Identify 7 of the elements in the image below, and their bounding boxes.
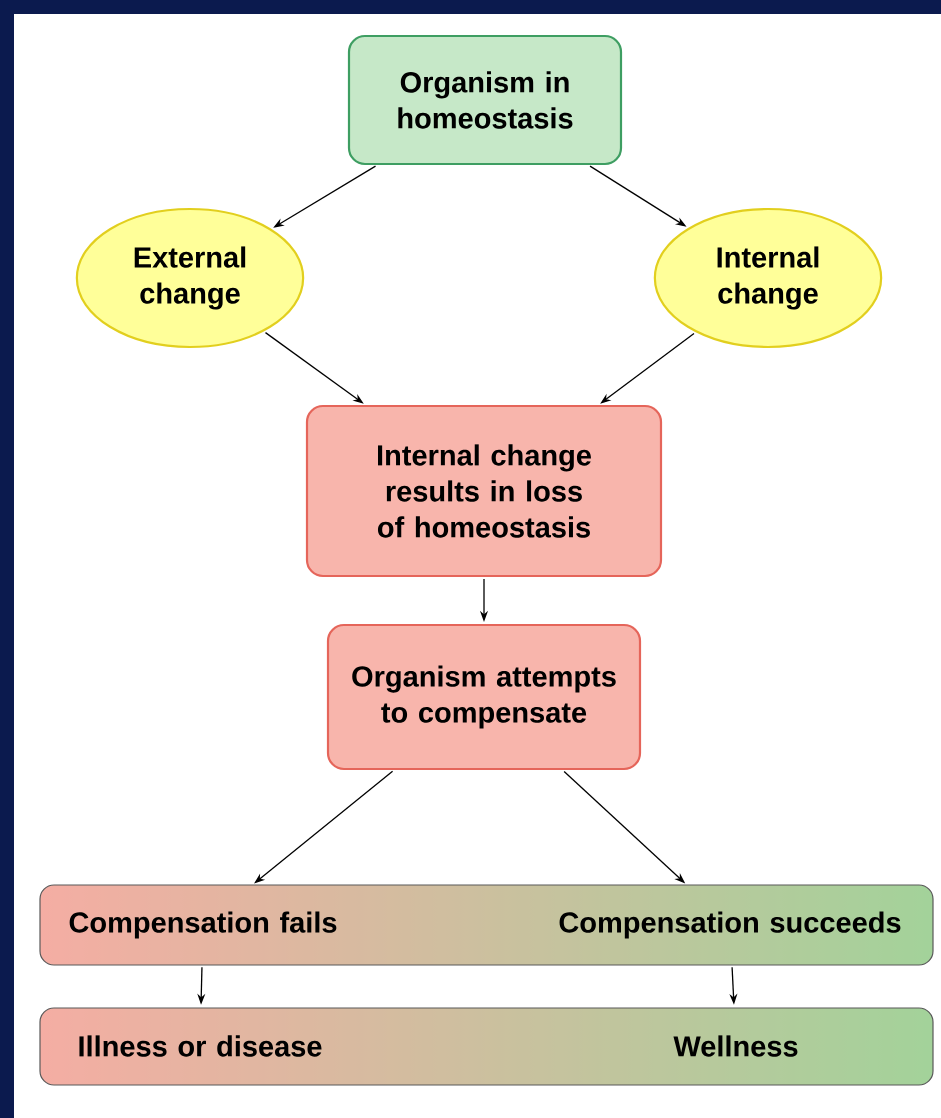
process-box: Organism attempts to compensate [326,623,642,771]
process-box: Internal change results in loss of homeostasis [305,404,663,578]
process-box: Organism in homeostasis [347,34,623,166]
outcome-label: Compensation fails [69,911,337,939]
outcome-label: Illness or disease [79,1035,322,1057]
outcome-label: Compensation succeeds [559,911,901,939]
outcome-label: Wellness [673,1035,798,1057]
